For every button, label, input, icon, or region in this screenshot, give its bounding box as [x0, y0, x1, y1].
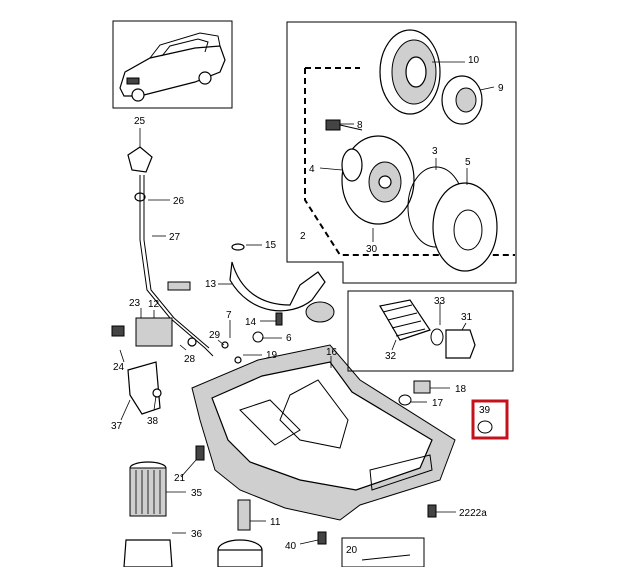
callout-40[interactable]: 40 [285, 541, 297, 552]
callout-5[interactable]: 5 [465, 157, 471, 168]
callout-labels: 10 9 8 4 3 5 2 30 25 26 27 15 13 23 12 7… [111, 55, 504, 556]
leader-lines [119, 61, 495, 545]
callout-33[interactable]: 33 [434, 296, 446, 307]
callout-24[interactable]: 24 [113, 362, 125, 373]
callout-29[interactable]: 29 [209, 330, 221, 341]
drain-plug [398, 380, 431, 406]
callout-39[interactable]: 39 [479, 405, 491, 416]
callout-15[interactable]: 15 [265, 240, 277, 251]
callout-12[interactable]: 12 [148, 299, 160, 310]
callout-2222a[interactable]: 2222a [459, 508, 487, 519]
car-thumbnail-icon [119, 32, 226, 102]
callout-3[interactable]: 3 [432, 146, 438, 157]
oil-pump-box [286, 21, 517, 284]
callout-14[interactable]: 14 [245, 317, 257, 328]
callout-8[interactable]: 8 [357, 120, 363, 131]
oil-filter-icon [123, 461, 437, 567]
callout-27[interactable]: 27 [169, 232, 181, 243]
oil-sump-icon [191, 344, 456, 521]
dipstick-assembly [127, 146, 214, 357]
callout-32[interactable]: 32 [385, 351, 397, 362]
callout-30[interactable]: 30 [366, 244, 378, 255]
part-39-ring [477, 420, 493, 434]
box-20 [341, 537, 425, 567]
callout-11[interactable]: 11 [270, 517, 281, 528]
callout-10[interactable]: 10 [468, 55, 480, 66]
callout-28[interactable]: 28 [184, 354, 196, 365]
oil-pickup-pipe [229, 243, 335, 323]
callout-20[interactable]: 20 [346, 545, 358, 556]
callout-23[interactable]: 23 [129, 298, 141, 309]
callout-19[interactable]: 19 [266, 350, 278, 361]
callout-37[interactable]: 37 [111, 421, 123, 432]
callout-2[interactable]: 2 [300, 231, 306, 242]
callout-18[interactable]: 18 [455, 384, 467, 395]
oil-pump-icon [325, 29, 498, 272]
callout-38[interactable]: 38 [147, 416, 159, 427]
callout-7[interactable]: 7 [226, 310, 232, 321]
bracket-parts [111, 312, 283, 461]
callout-13[interactable]: 13 [205, 279, 217, 290]
callout-4[interactable]: 4 [309, 164, 315, 175]
callout-25[interactable]: 25 [134, 116, 146, 127]
callout-17[interactable]: 17 [432, 398, 444, 409]
callout-31[interactable]: 31 [461, 312, 473, 323]
relief-valve-box [347, 290, 514, 372]
callout-26[interactable]: 26 [173, 196, 185, 207]
highlight-box-39[interactable] [471, 399, 509, 440]
callout-36[interactable]: 36 [191, 529, 203, 540]
car-thumbnail[interactable] [112, 20, 233, 109]
callout-16[interactable]: 16 [326, 347, 338, 358]
callout-9[interactable]: 9 [498, 83, 504, 94]
callout-21[interactable]: 21 [174, 473, 186, 484]
callout-35[interactable]: 35 [191, 488, 203, 499]
callout-6[interactable]: 6 [286, 333, 292, 344]
